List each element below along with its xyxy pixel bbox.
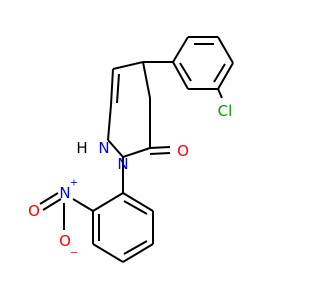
nitro-oxygen-charge: − xyxy=(70,248,78,259)
bond xyxy=(123,240,148,255)
bond xyxy=(107,139,124,158)
bond xyxy=(112,61,144,70)
bond xyxy=(116,73,120,104)
bond xyxy=(149,146,171,149)
chlorine-label: Cl xyxy=(218,102,233,120)
hydrogen-label: H xyxy=(76,139,87,157)
nitro-single-oxygen-label: O xyxy=(59,232,71,250)
bond xyxy=(123,200,148,215)
bonds xyxy=(39,36,234,263)
nitro-nitrogen-charge: + xyxy=(70,178,78,189)
bond xyxy=(107,104,112,141)
bond xyxy=(42,198,62,211)
nitro-double-oxygen-label: O xyxy=(28,202,40,220)
bond xyxy=(213,63,226,83)
bond xyxy=(92,243,124,263)
bond xyxy=(92,192,124,212)
ring-nh-nitrogen-label: N xyxy=(98,139,109,157)
bond xyxy=(217,62,234,90)
bond xyxy=(142,61,151,99)
bond xyxy=(122,147,151,158)
bond xyxy=(72,198,94,212)
carbonyl-oxygen-label: O xyxy=(177,142,189,160)
bond xyxy=(122,243,154,263)
bond xyxy=(172,36,189,63)
bond xyxy=(122,192,154,212)
atom-labels: Cl O H N N N + O O − xyxy=(28,102,232,259)
bond xyxy=(110,68,114,106)
molecule-diagram: Cl O H N N N + O O − xyxy=(28,36,234,263)
bond xyxy=(172,61,189,90)
bond xyxy=(217,88,223,99)
bond xyxy=(179,62,192,82)
bond xyxy=(149,152,171,155)
nitro-nitrogen-label: N xyxy=(59,184,70,202)
ring-nitrogen-label: N xyxy=(117,155,128,173)
bond xyxy=(217,36,234,64)
structure-drawing: Cl O H N N N + O O − xyxy=(28,36,234,263)
bond xyxy=(39,192,59,205)
